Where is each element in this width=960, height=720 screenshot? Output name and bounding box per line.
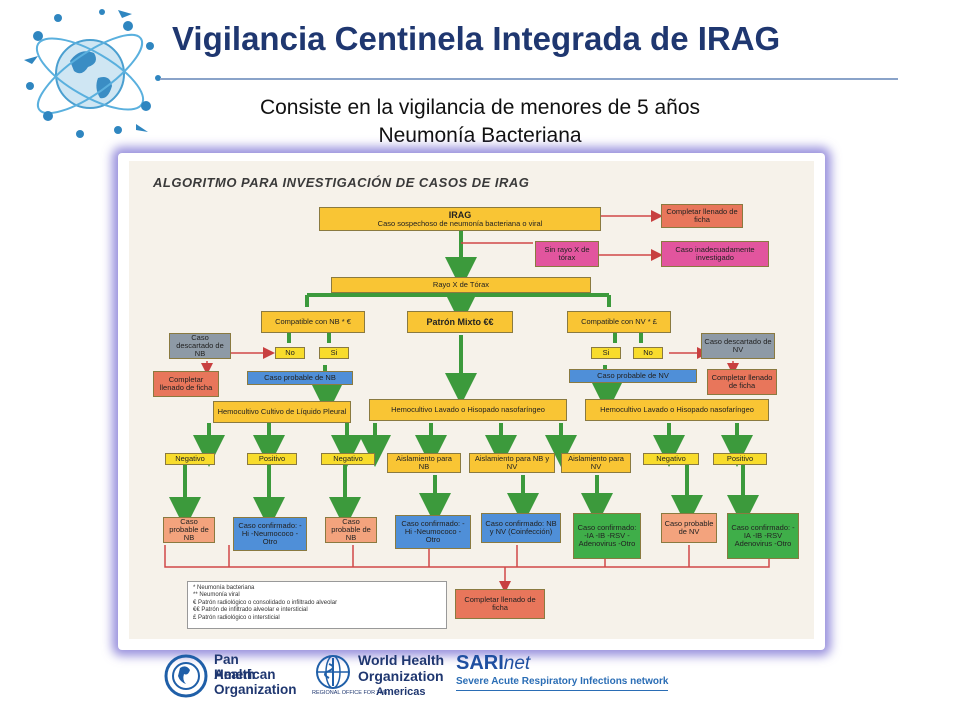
node-negativo-3: Negativo <box>643 453 699 465</box>
who-name-line-2: Organization <box>358 668 444 684</box>
sarinet-fullname: Severe Acute Respiratory Infections netw… <box>456 676 669 687</box>
node-aislamiento-nb: Aislamiento para NB <box>387 453 461 473</box>
node-hemo-lavado-mid: Hemocultivo Lavado o Hisopado nasofaríng… <box>369 399 567 421</box>
node-caso-probable-nb-1: Caso probable de NB <box>163 517 215 543</box>
node-no-left: No <box>275 347 305 359</box>
node-negativo-2: Negativo <box>321 453 375 465</box>
node-completar-right: Completar llenado de ficha <box>707 369 777 395</box>
paho-name-line-2: Health <box>214 667 256 682</box>
paho-name-line-1: Pan American <box>214 652 276 682</box>
sentinel-globe-logo <box>18 6 168 151</box>
node-compatible-nv: Compatible con NV * £ <box>567 311 671 333</box>
paho-name-line-3: Organization <box>214 682 297 697</box>
footer-logos: Pan American Health Organization World H… <box>160 650 680 710</box>
title-underline <box>160 78 898 80</box>
sarinet-underline <box>456 690 668 691</box>
node-negativo-1: Negativo <box>165 453 215 465</box>
who-emblem-icon <box>316 655 350 689</box>
node-si-right: Si <box>591 347 621 359</box>
legend-item: €€ Patrón de infiltrado alveolar e inter… <box>193 607 308 614</box>
node-completar-left: Completar llenado de ficha <box>153 371 219 397</box>
node-positivo-1: Positivo <box>247 453 297 465</box>
algorithm-legend: * Neumonía bacteriana ** Neumonía viral … <box>187 581 447 629</box>
legend-item: € Patrón radiológico o consolidado o inf… <box>193 599 338 606</box>
subtitle-line-2: Neumonía Bacteriana <box>378 124 582 147</box>
algorithm-heading: ALGORITMO PARA INVESTIGACIÓN DE CASOS DE… <box>153 175 530 190</box>
node-caso-inadecuado: Caso inadecuadamente investigado <box>661 241 769 267</box>
node-positivo-2: Positivo <box>713 453 767 465</box>
sarinet-wordmark: SARInet <box>456 652 530 675</box>
who-name-line-1: World Health <box>358 652 445 668</box>
node-rayo-x: Rayo X de Tórax <box>331 277 591 293</box>
node-irag-title: IRAG <box>448 210 472 220</box>
node-hemo-lavado-right: Hemocultivo Lavado o Hisopado nasofaríng… <box>585 399 769 421</box>
flow-connectors <box>164 210 770 593</box>
legend-item: £ Patrón radiológico o intersticial <box>193 614 280 621</box>
sarinet-logo: SARInet Severe Acute Respiratory Infecti… <box>456 652 676 696</box>
node-patron-mixto: Patrón Mixto €€ <box>407 311 513 333</box>
node-confirmado-hi-1: Caso confirmado: -Hi -Neumococo -Otro <box>233 517 307 551</box>
legend-item: * Neumonía bacteriana <box>193 585 255 591</box>
node-caso-descartado-nv: Caso descartado de NV <box>701 333 775 359</box>
subtitle-line-1: Consiste en la vigilancia de menores de … <box>259 96 701 119</box>
slide-title: Vigilancia Centinela Integrada de IRAG <box>172 20 781 57</box>
node-si-left: Si <box>319 347 349 359</box>
node-compatible-nb: Compatible con NB * € <box>261 311 365 333</box>
node-confirmado-virus-1: Caso confirmado: -IA -IB -RSV -Adenoviru… <box>573 513 641 559</box>
node-caso-probable-nv-bottom: Caso probable de NV <box>661 513 717 543</box>
who-region-label: REGIONAL OFFICE FOR THE <box>312 690 388 696</box>
node-irag-text: Caso sospechoso de neumonía bacteriana o… <box>377 219 543 228</box>
node-confirmado-virus-2: Caso confirmado: -IA -IB -RSV Adenovirus… <box>727 513 799 559</box>
node-aislamiento-nb-nv: Aislamiento para NB y NV <box>469 453 555 473</box>
node-completar-bottom: Completar llenado de ficha <box>455 589 545 619</box>
node-caso-probable-nv: Caso probable de NV <box>569 369 697 383</box>
node-caso-probable-nb: Caso probable de NB <box>247 371 353 385</box>
node-irag: IRAG Caso sospechoso de neumonía bacteri… <box>319 207 601 231</box>
algorithm-photo: ALGORITMO PARA INVESTIGACIÓN DE CASOS DE… <box>129 161 814 639</box>
node-aislamiento-nv: Aislamiento para NV <box>561 453 631 473</box>
legend-item: ** Neumonía viral <box>193 592 240 599</box>
node-sin-rayo: Sin rayo X de tórax <box>535 241 599 267</box>
node-confirmado-coinfeccion: Caso confirmado: NB y NV (Coinfección) <box>481 513 561 543</box>
who-logo: World Health Organization REGIONAL OFFIC… <box>310 652 450 708</box>
who-americas-label: Americas <box>376 686 426 698</box>
paho-logo: Pan American Health Organization <box>160 652 300 702</box>
sarinet-net: net <box>503 653 531 674</box>
paho-emblem-icon <box>164 654 208 698</box>
node-hemo-pleural: Hemocultivo Cultivo de Líquido Pleural <box>213 401 351 423</box>
node-confirmado-hi-2: Caso confirmado: -Hi -Neumococo -Otro <box>395 515 471 549</box>
node-caso-descartado-nb: Caso descartado de NB <box>169 333 231 359</box>
sarinet-bold: SARI <box>456 652 504 674</box>
node-caso-probable-nb-2: Caso probable de NB <box>325 517 377 543</box>
node-completar-top: Completar llenado de ficha <box>661 204 743 228</box>
node-no-right: No <box>633 347 663 359</box>
